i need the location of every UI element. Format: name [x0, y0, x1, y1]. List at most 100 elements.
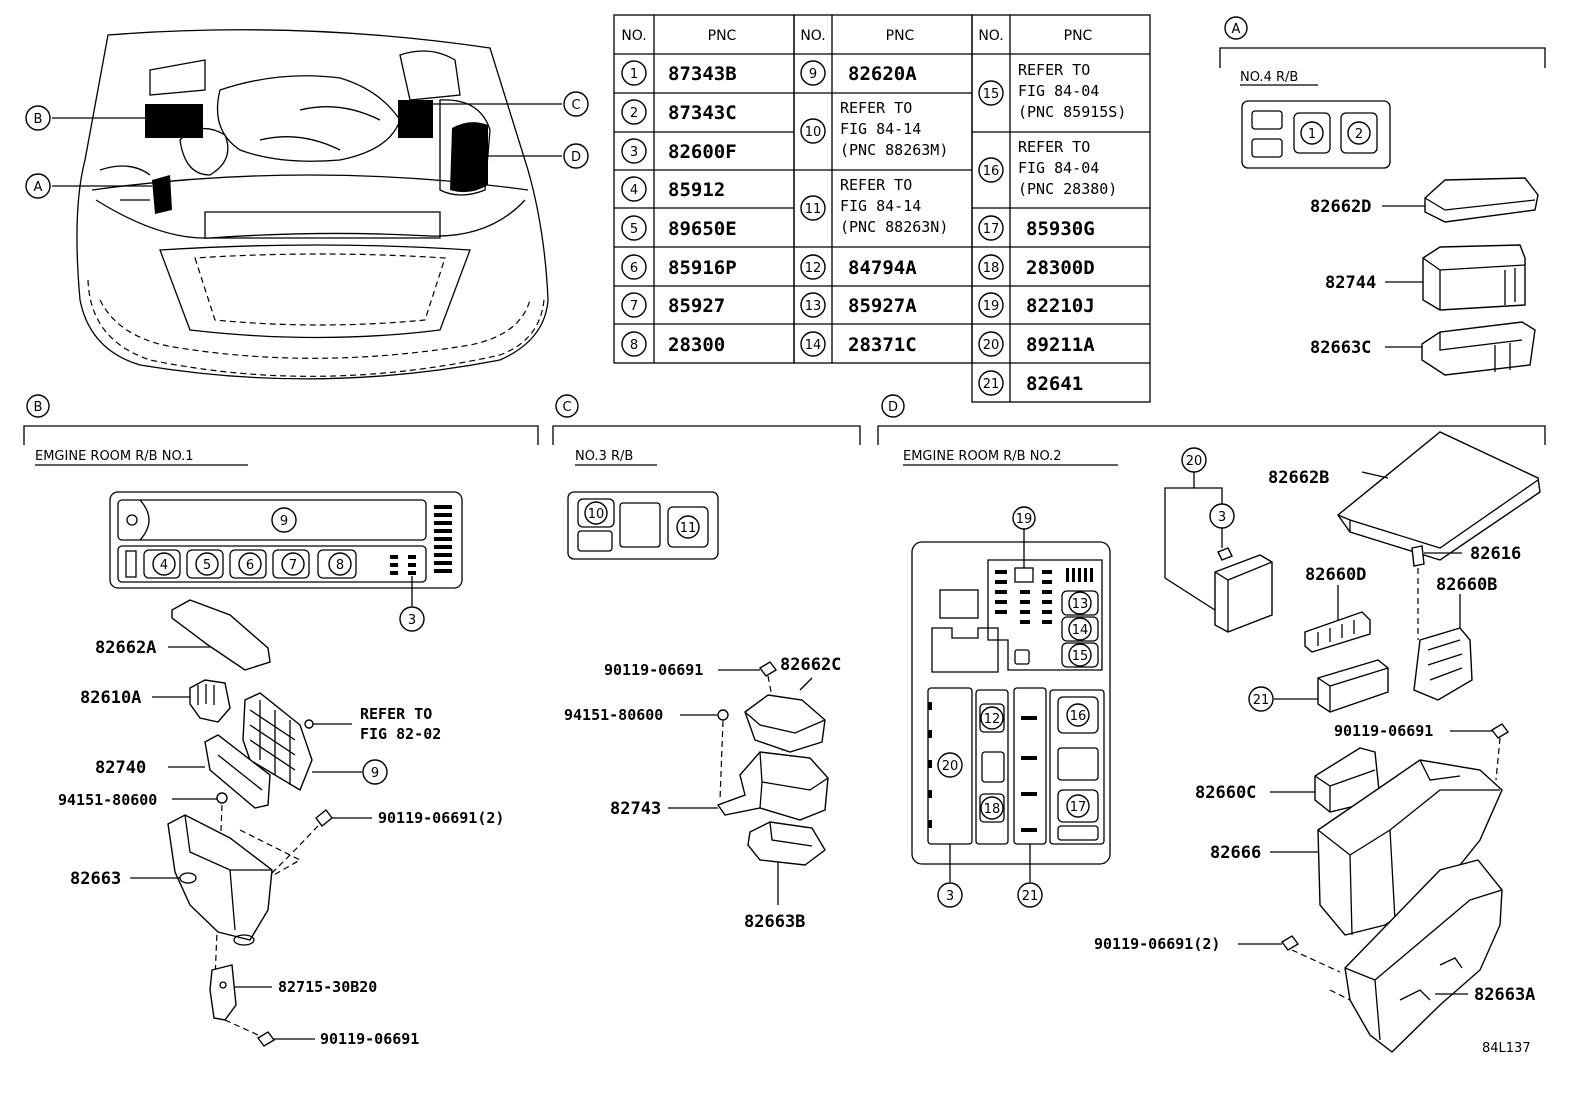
part-label: 82663A [1474, 985, 1535, 1005]
callout-num: 18 [984, 802, 1001, 817]
section-c: C NO.3 R/B 10 11 90119-06691 82662C 9415… [552, 394, 861, 932]
part-label: 82715-30B20 [278, 978, 377, 996]
row-pnc: 89650E [668, 218, 737, 240]
row-pnc: 85930G [1026, 218, 1095, 240]
callout-num: 20 [1186, 454, 1203, 469]
section-letter: B [34, 400, 43, 415]
row-pnc-line: (PNC 88263N) [840, 218, 948, 236]
callout-num: 3 [946, 889, 954, 904]
row-pnc: 85912 [668, 179, 725, 201]
row-no: 11 [805, 202, 822, 217]
row-pnc-line: (PNC 88263M) [840, 141, 948, 159]
callout-num: 10 [588, 507, 605, 522]
row-no: 13 [805, 299, 822, 314]
row-pnc: 28300 [668, 334, 725, 356]
part-label: 82740 [95, 758, 146, 778]
row-no: 18 [983, 261, 1000, 276]
part-label: 82610A [80, 688, 141, 708]
row-pnc: 84794A [848, 257, 917, 279]
row-pnc: 89211A [1026, 334, 1095, 356]
callout-num: 8 [336, 558, 344, 573]
figure-code: 84L137 [1482, 1041, 1531, 1056]
row-pnc-line: FIG 84-04 [1018, 159, 1099, 177]
callout-num: 6 [246, 558, 254, 573]
part-label: 82663 [70, 869, 121, 889]
row-pnc-line: REFER TO [1018, 61, 1090, 79]
row-pnc: 28371C [848, 334, 917, 356]
row-no: 21 [983, 377, 1000, 392]
callout-c: C [571, 98, 580, 113]
callout-num: 14 [1072, 623, 1089, 638]
part-label: 82660D [1305, 565, 1366, 585]
part-label: 82663C [1310, 338, 1371, 358]
row-no: 6 [630, 261, 638, 276]
row-pnc-line: (PNC 28380) [1018, 180, 1117, 198]
row-pnc-line: FIG 84-14 [840, 197, 921, 215]
callout-num: 13 [1072, 597, 1089, 612]
row-no: 7 [630, 299, 638, 314]
row-pnc: 82620A [848, 63, 917, 85]
part-label: 82663B [744, 912, 805, 932]
callout-num: 7 [289, 558, 297, 573]
row-no: 4 [630, 183, 638, 198]
header-no-2: NO. [800, 28, 825, 44]
part-label: 94151-80600 [58, 791, 157, 809]
part-label: 90119-06691(2) [378, 809, 504, 827]
row-pnc: 87343B [668, 63, 737, 85]
header-pnc-1: PNC [708, 28, 737, 44]
callout-num: 15 [1072, 649, 1089, 664]
header-pnc-2: PNC [886, 28, 915, 44]
row-pnc-line: FIG 84-04 [1018, 82, 1099, 100]
row-no: 19 [983, 299, 1000, 314]
row-no: 9 [809, 67, 817, 82]
part-label: 82662B [1268, 468, 1329, 488]
row-no: 15 [983, 87, 1000, 102]
row-no: 5 [630, 222, 638, 237]
row-pnc: 85927 [668, 295, 725, 317]
row-pnc: 87343C [668, 102, 737, 124]
part-label: 82744 [1325, 273, 1376, 293]
part-label: 90119-06691 [320, 1030, 419, 1048]
part-label: 82616 [1470, 544, 1521, 564]
callout-d: D [571, 150, 581, 165]
row-pnc: 82210J [1026, 295, 1095, 317]
row-no: 20 [983, 338, 1000, 353]
row-pnc-line: FIG 84-14 [840, 120, 921, 138]
section-title: NO.3 R/B [575, 449, 633, 464]
row-no: 2 [630, 106, 638, 121]
pnc-table: NO. PNC NO. PNC NO. PNC 1 2 3 4 5 6 7 8 … [613, 14, 1151, 403]
part-label: 90119-06691 [604, 661, 703, 679]
section-letter: D [888, 400, 898, 415]
header-no-1: NO. [621, 28, 646, 44]
part-label: 94151-80600 [564, 706, 663, 724]
header-pnc-3: PNC [1064, 28, 1093, 44]
callout-num: 5 [203, 558, 211, 573]
callout-num: 4 [160, 558, 168, 573]
part-label: 82666 [1210, 843, 1261, 863]
part-label: 90119-06691(2) [1094, 935, 1220, 953]
part-label: 90119-06691 [1334, 722, 1433, 740]
row-no: 12 [805, 261, 822, 276]
section-letter: A [1232, 22, 1241, 37]
section-title: EMGINE ROOM R/B NO.1 [35, 449, 194, 464]
refer-line: REFER TO [360, 705, 432, 723]
row-pnc: 85927A [848, 295, 917, 317]
callout-num: 17 [1070, 800, 1087, 815]
callout-num: 19 [1016, 512, 1033, 527]
row-pnc: 82600F [668, 141, 737, 163]
callout-num: 9 [280, 514, 288, 529]
row-no: 8 [630, 338, 638, 353]
row-pnc: 28300D [1026, 257, 1095, 279]
engine-bay-overview: B A C D [25, 29, 589, 380]
row-no: 10 [805, 125, 822, 140]
row-pnc-line: REFER TO [840, 99, 912, 117]
part-label: 82662D [1310, 197, 1371, 217]
row-no: 14 [805, 338, 822, 353]
row-pnc-line: REFER TO [1018, 138, 1090, 156]
callout-num: 12 [984, 712, 1001, 727]
section-title: NO.4 R/B [1240, 70, 1298, 85]
part-label: 82662C [780, 655, 841, 675]
callout-num: 20 [942, 759, 959, 774]
slot-num: 2 [1355, 127, 1363, 142]
